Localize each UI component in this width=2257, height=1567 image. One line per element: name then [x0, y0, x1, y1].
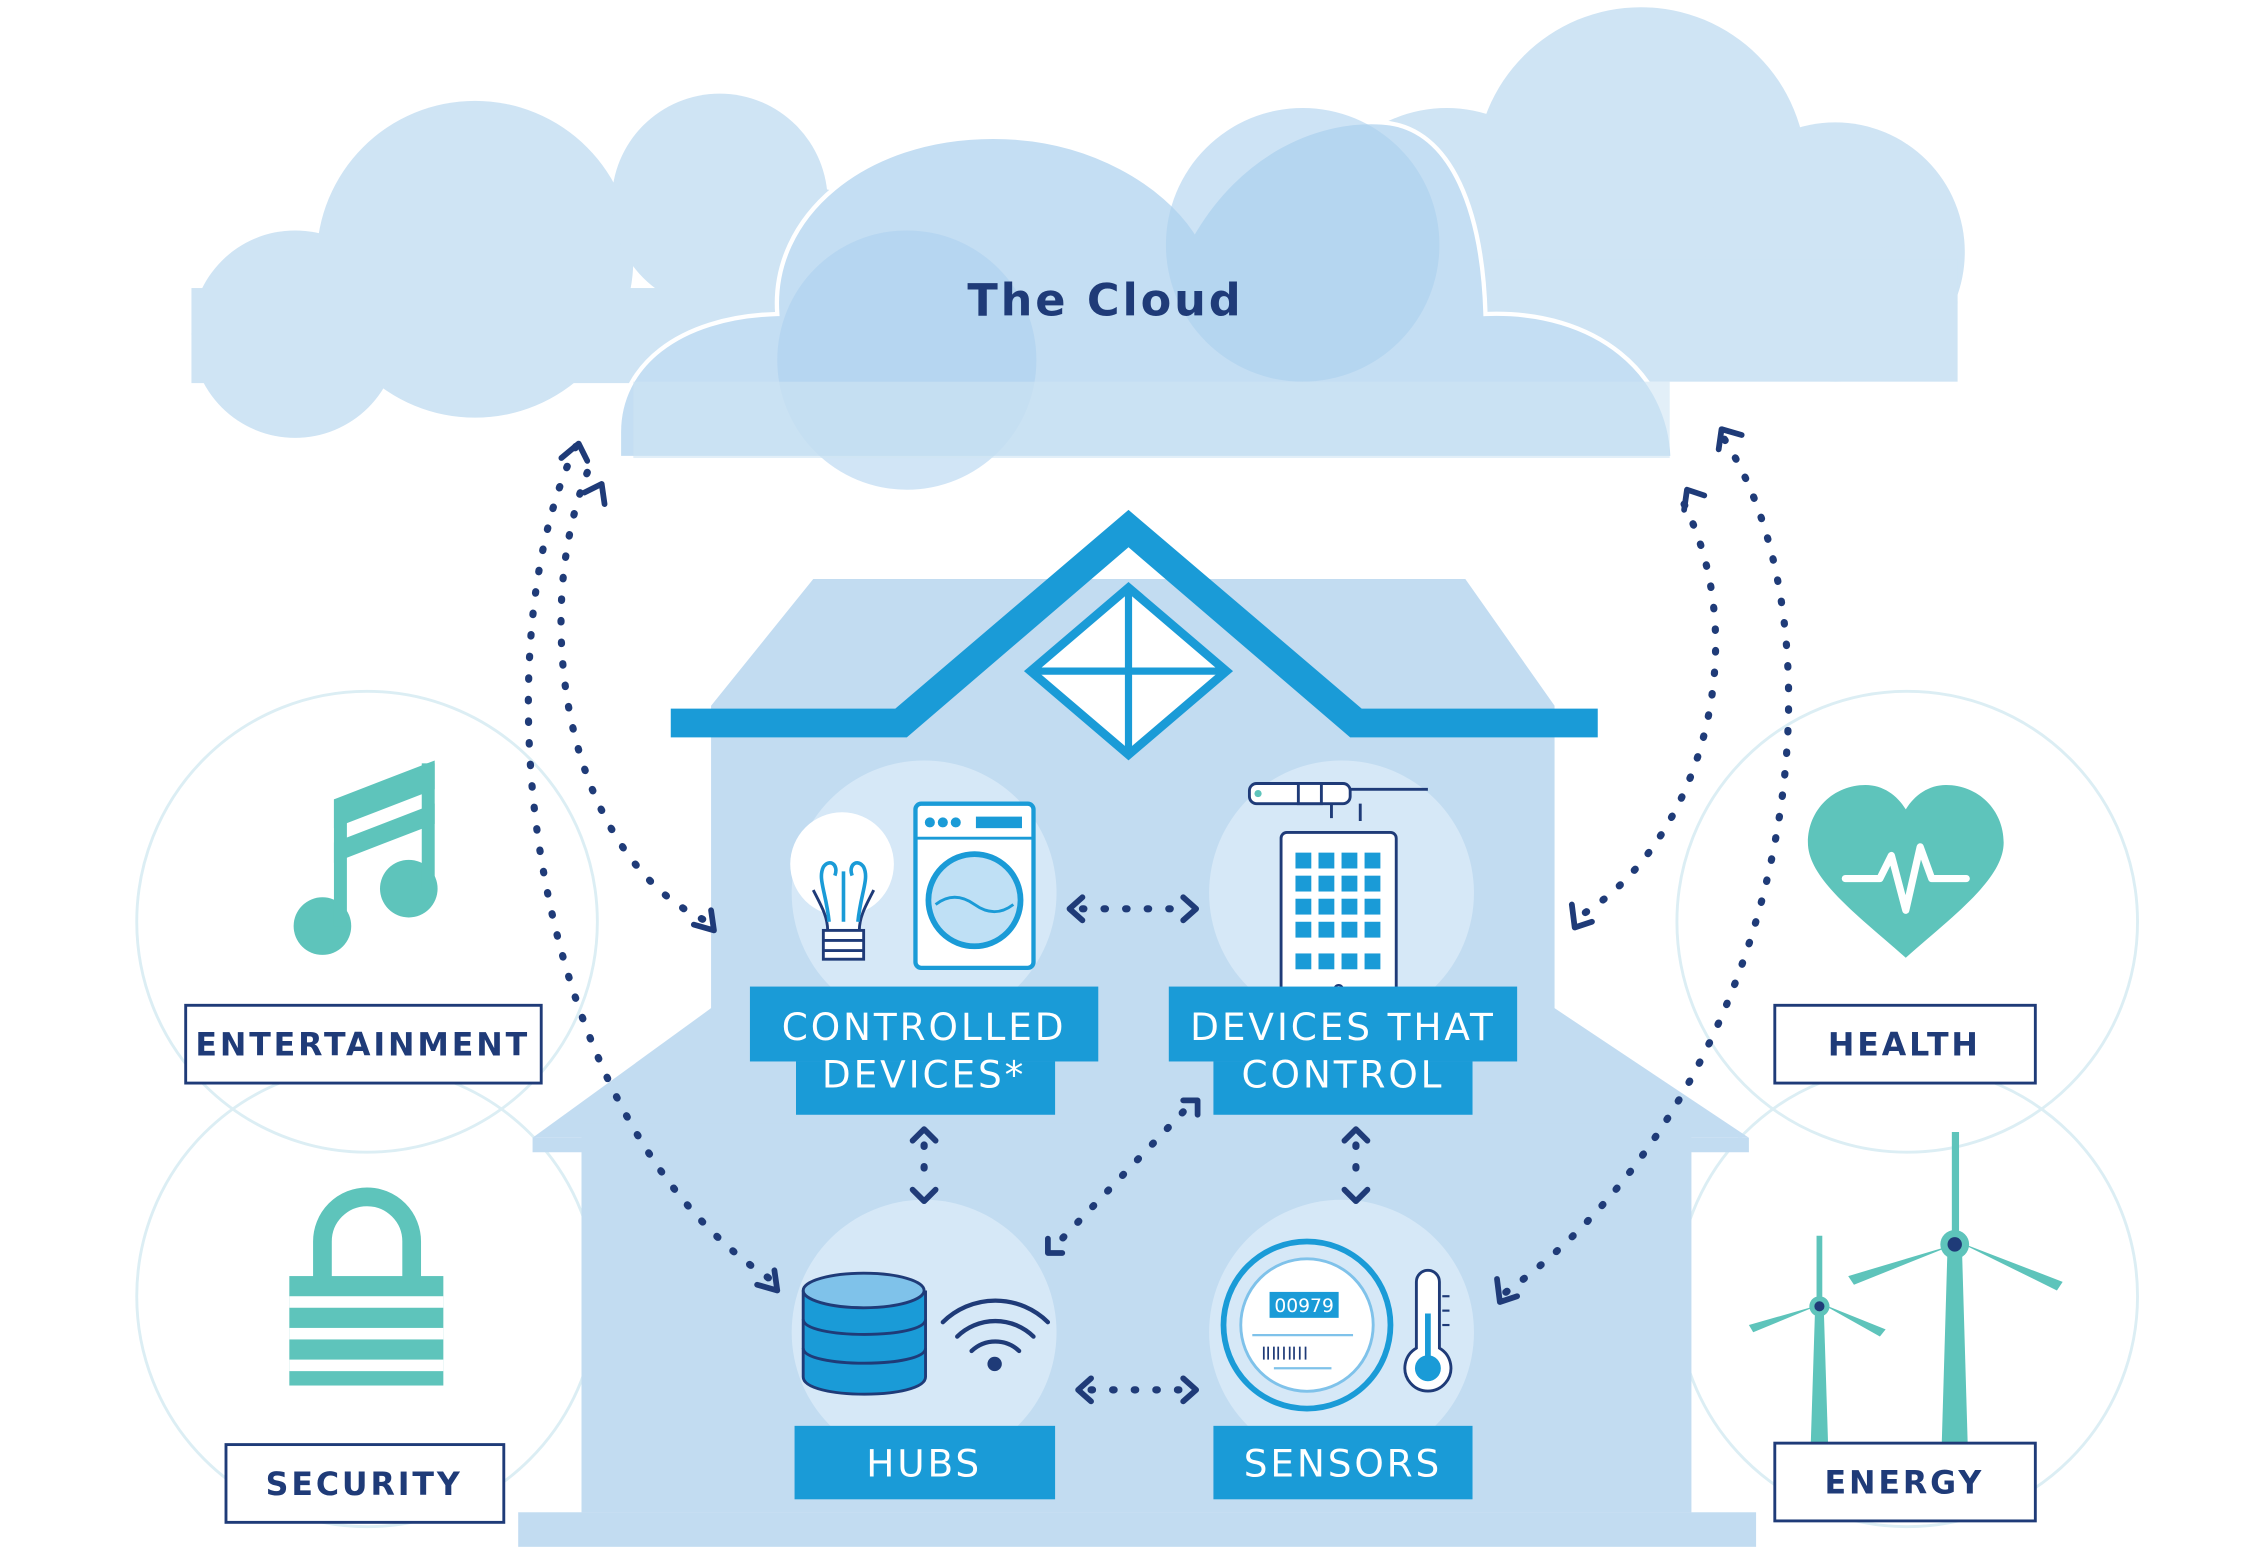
- smart-glasses-icon: [1247, 782, 1428, 821]
- cloud-title: The Cloud: [967, 274, 1243, 326]
- health-label: HEALTH: [1773, 1003, 2037, 1085]
- sensors-text: SENSORS: [1244, 1441, 1442, 1485]
- smart-meter-icon: 00979: [1220, 1238, 1394, 1412]
- thermometer-icon: [1403, 1268, 1453, 1393]
- controlled-devices-line1: CONTROLLED: [782, 1005, 1067, 1049]
- security-text: SECURITY: [266, 1467, 463, 1503]
- music-note-icon: [293, 760, 438, 955]
- energy-text: ENERGY: [1825, 1466, 1985, 1502]
- entertainment-text: ENTERTAINMENT: [195, 1028, 530, 1064]
- wind-turbine-icon: [1748, 1132, 2063, 1444]
- health-text: HEALTH: [1828, 1028, 1981, 1064]
- sensors-label: SENSORS: [1213, 1425, 1473, 1500]
- front-cloud: [616, 108, 1675, 490]
- controlled-devices-label: CONTROLLED DEVICES*: [749, 986, 1099, 1115]
- washing-machine-icon: [913, 801, 1036, 971]
- lightbulb-icon: [790, 812, 894, 961]
- entertainment-label: ENTERTAINMENT: [184, 1003, 543, 1085]
- tablet-icon: [1279, 831, 1398, 999]
- padlock-icon: [289, 1187, 444, 1386]
- heart-pulse-icon: [1807, 784, 2004, 958]
- database-icon: [801, 1271, 927, 1396]
- controlled-devices-line2: DEVICES*: [822, 1052, 1026, 1096]
- cloud-group: The Cloud: [191, 7, 1965, 490]
- security-label: SECURITY: [224, 1443, 506, 1524]
- devices-that-control-line2: CONTROL: [1242, 1052, 1445, 1096]
- attic-window: [1023, 581, 1234, 761]
- meter-reading: 00979: [1274, 1296, 1333, 1317]
- energy-label: ENERGY: [1773, 1441, 2037, 1523]
- devices-that-control-label: DEVICES THAT CONTROL: [1168, 986, 1518, 1115]
- connectors: [524, 426, 1793, 1405]
- devices-that-control-line1: DEVICES THAT: [1190, 1005, 1496, 1049]
- hubs-text: HUBS: [866, 1441, 982, 1485]
- hubs-label: HUBS: [794, 1425, 1056, 1500]
- wifi-icon: [940, 1298, 1051, 1372]
- roof: [670, 509, 1598, 738]
